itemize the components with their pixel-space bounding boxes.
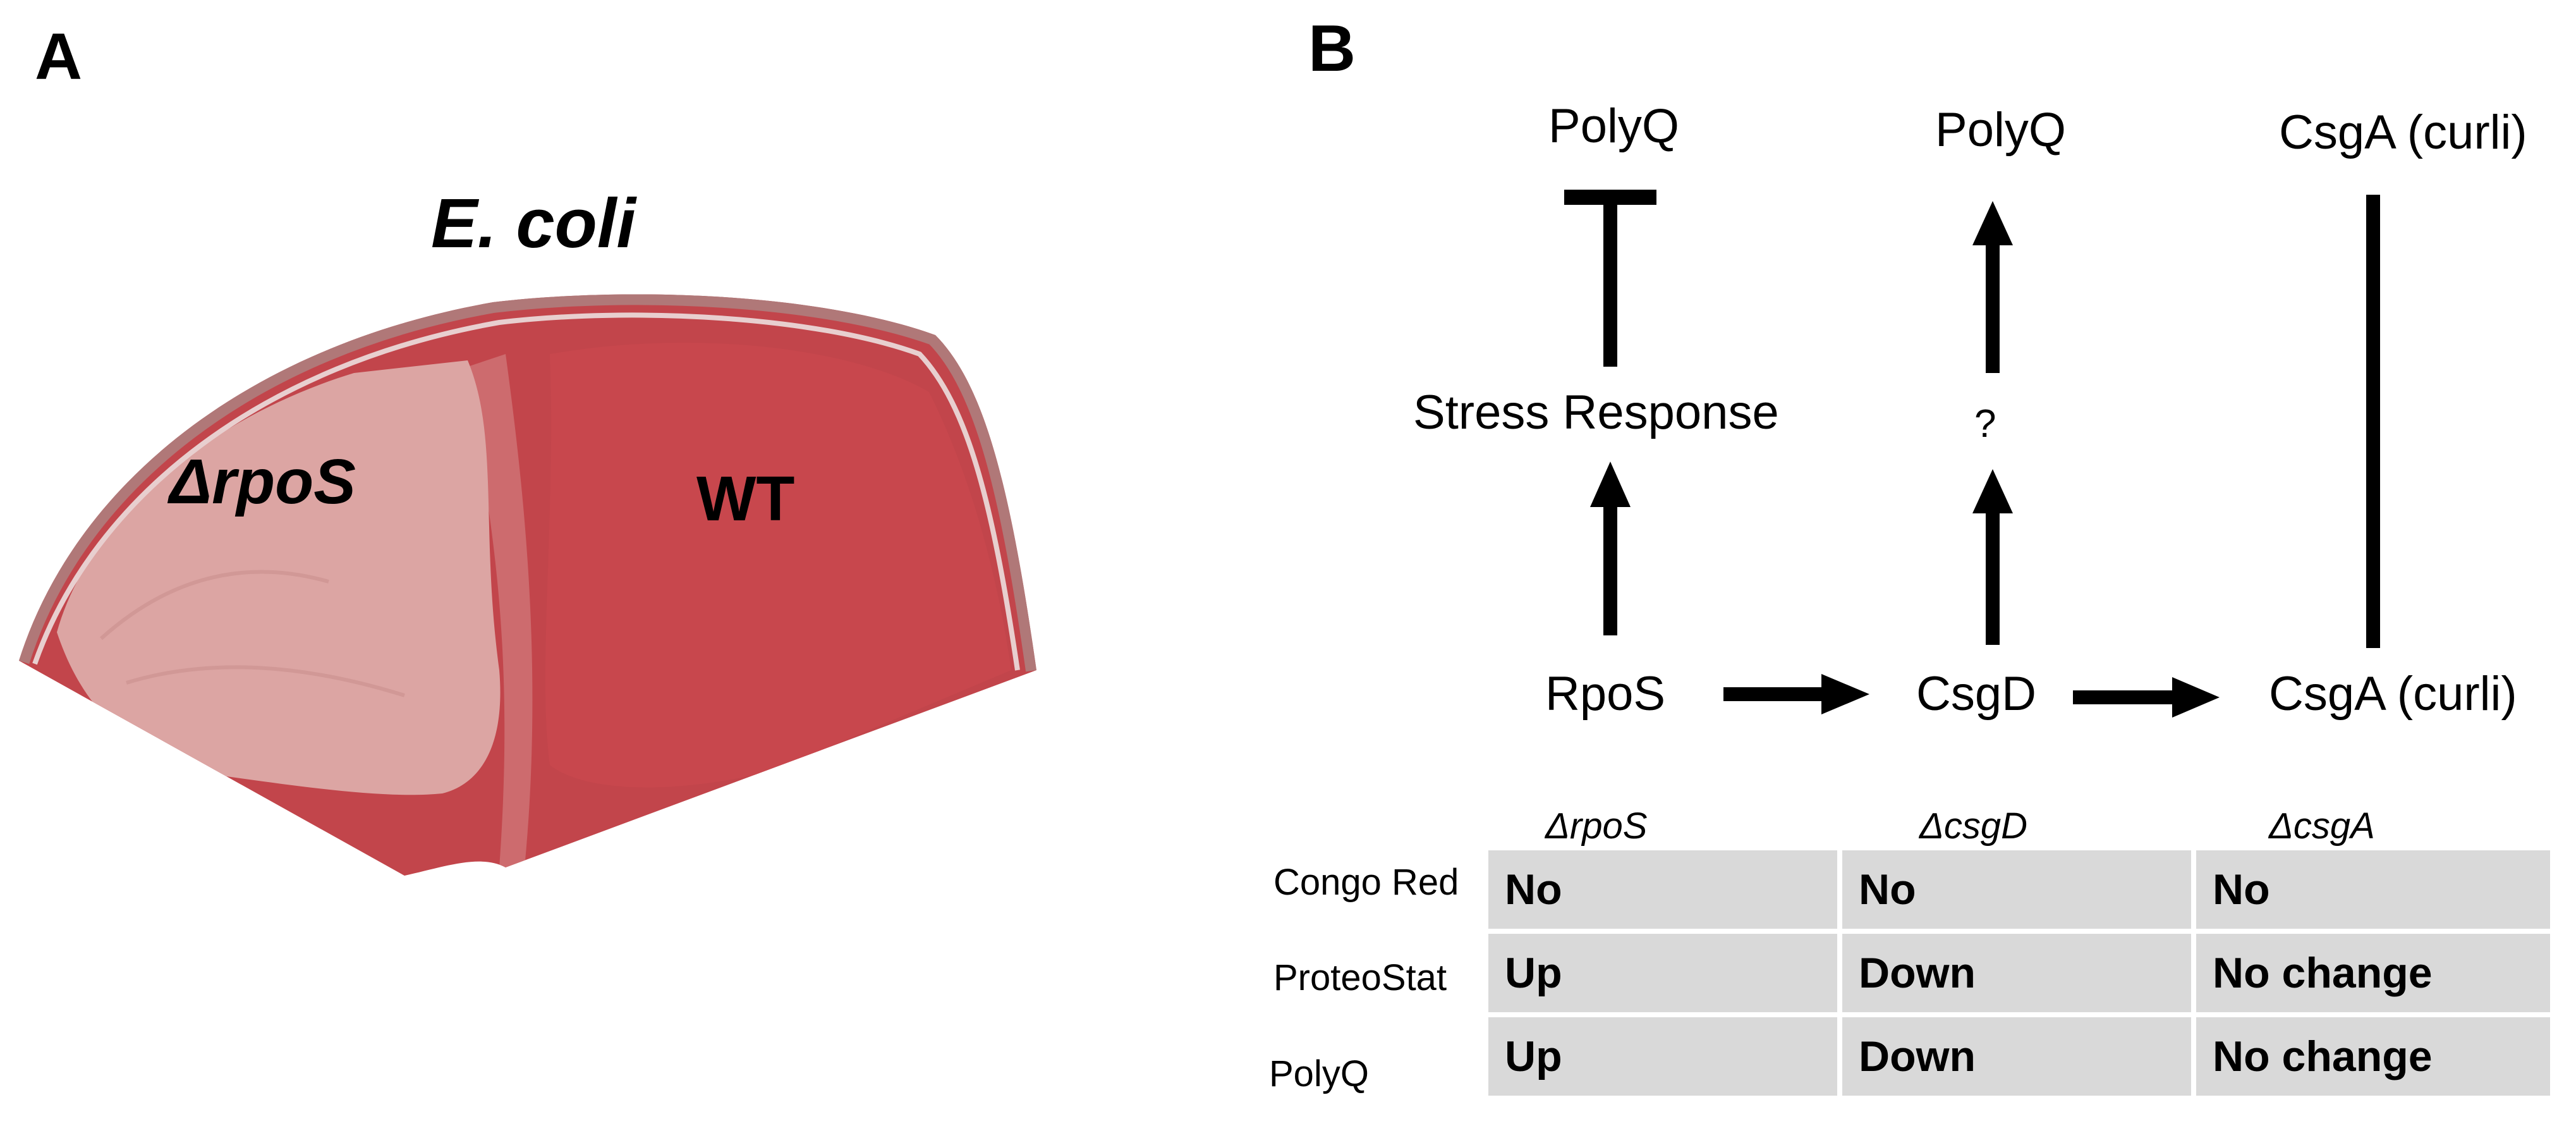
node-csga-bottom: CsgA (curli) [2269, 667, 2517, 721]
table-cell: Down [1842, 934, 2191, 1012]
lawn-gap [468, 354, 533, 867]
wt-lawn [545, 343, 1011, 788]
arrow-csgd-to-unknown [1972, 469, 2013, 645]
arrow-rpos-to-stress [1590, 462, 1631, 635]
node-csga-top: CsgA (curli) [2279, 106, 2527, 159]
table-cell: No change [2196, 1017, 2550, 1096]
row-label-congo-red: Congo Red [1273, 862, 1459, 903]
table-cell: No [1488, 850, 1837, 929]
node-stress-response: Stress Response [1413, 386, 1779, 439]
table-cell: Up [1488, 1017, 1837, 1096]
node-rpos: RpoS [1545, 667, 1666, 721]
column-header-rpos: ΔrpoS [1545, 805, 1648, 847]
panel-b-letter: B [1308, 12, 1356, 85]
panel-a-letter: A [35, 20, 83, 94]
node-polyq-mid: PolyQ [1935, 103, 2066, 157]
arrow-rpos-to-csgd [1723, 674, 1869, 714]
wt-strain-label: WT [696, 463, 795, 534]
table-cell: Down [1842, 1017, 2191, 1096]
node-csgd: CsgD [1916, 667, 2037, 721]
row-label-proteostat: ProteoStat [1273, 957, 1447, 998]
results-table: No No No Up Down No change Up Down No ch… [1488, 850, 2550, 1100]
table-cell: No [1842, 850, 2191, 929]
mutant-strain-label: ΔrpoS [169, 446, 356, 517]
column-header-csga: ΔcsgA [2269, 805, 2375, 847]
table-cell: Up [1488, 934, 1837, 1012]
column-header-csgd: ΔcsgD [1919, 805, 2028, 847]
mutant-lawn [57, 360, 501, 795]
table-cell: No change [2196, 934, 2550, 1012]
arrow-csgd-to-csga [2073, 677, 2220, 718]
arrow-unknown-to-polyq [1972, 201, 2013, 373]
row-label-polyq: PolyQ [1269, 1053, 1369, 1094]
node-polyq-left: PolyQ [1548, 99, 1679, 153]
inhibition-stress-polyq [1564, 190, 1656, 367]
petri-plate-photo [19, 294, 1036, 876]
plate-title: E. coli [431, 185, 636, 262]
table-cell: No [2196, 850, 2550, 929]
node-unknown: ? [1974, 402, 1996, 446]
